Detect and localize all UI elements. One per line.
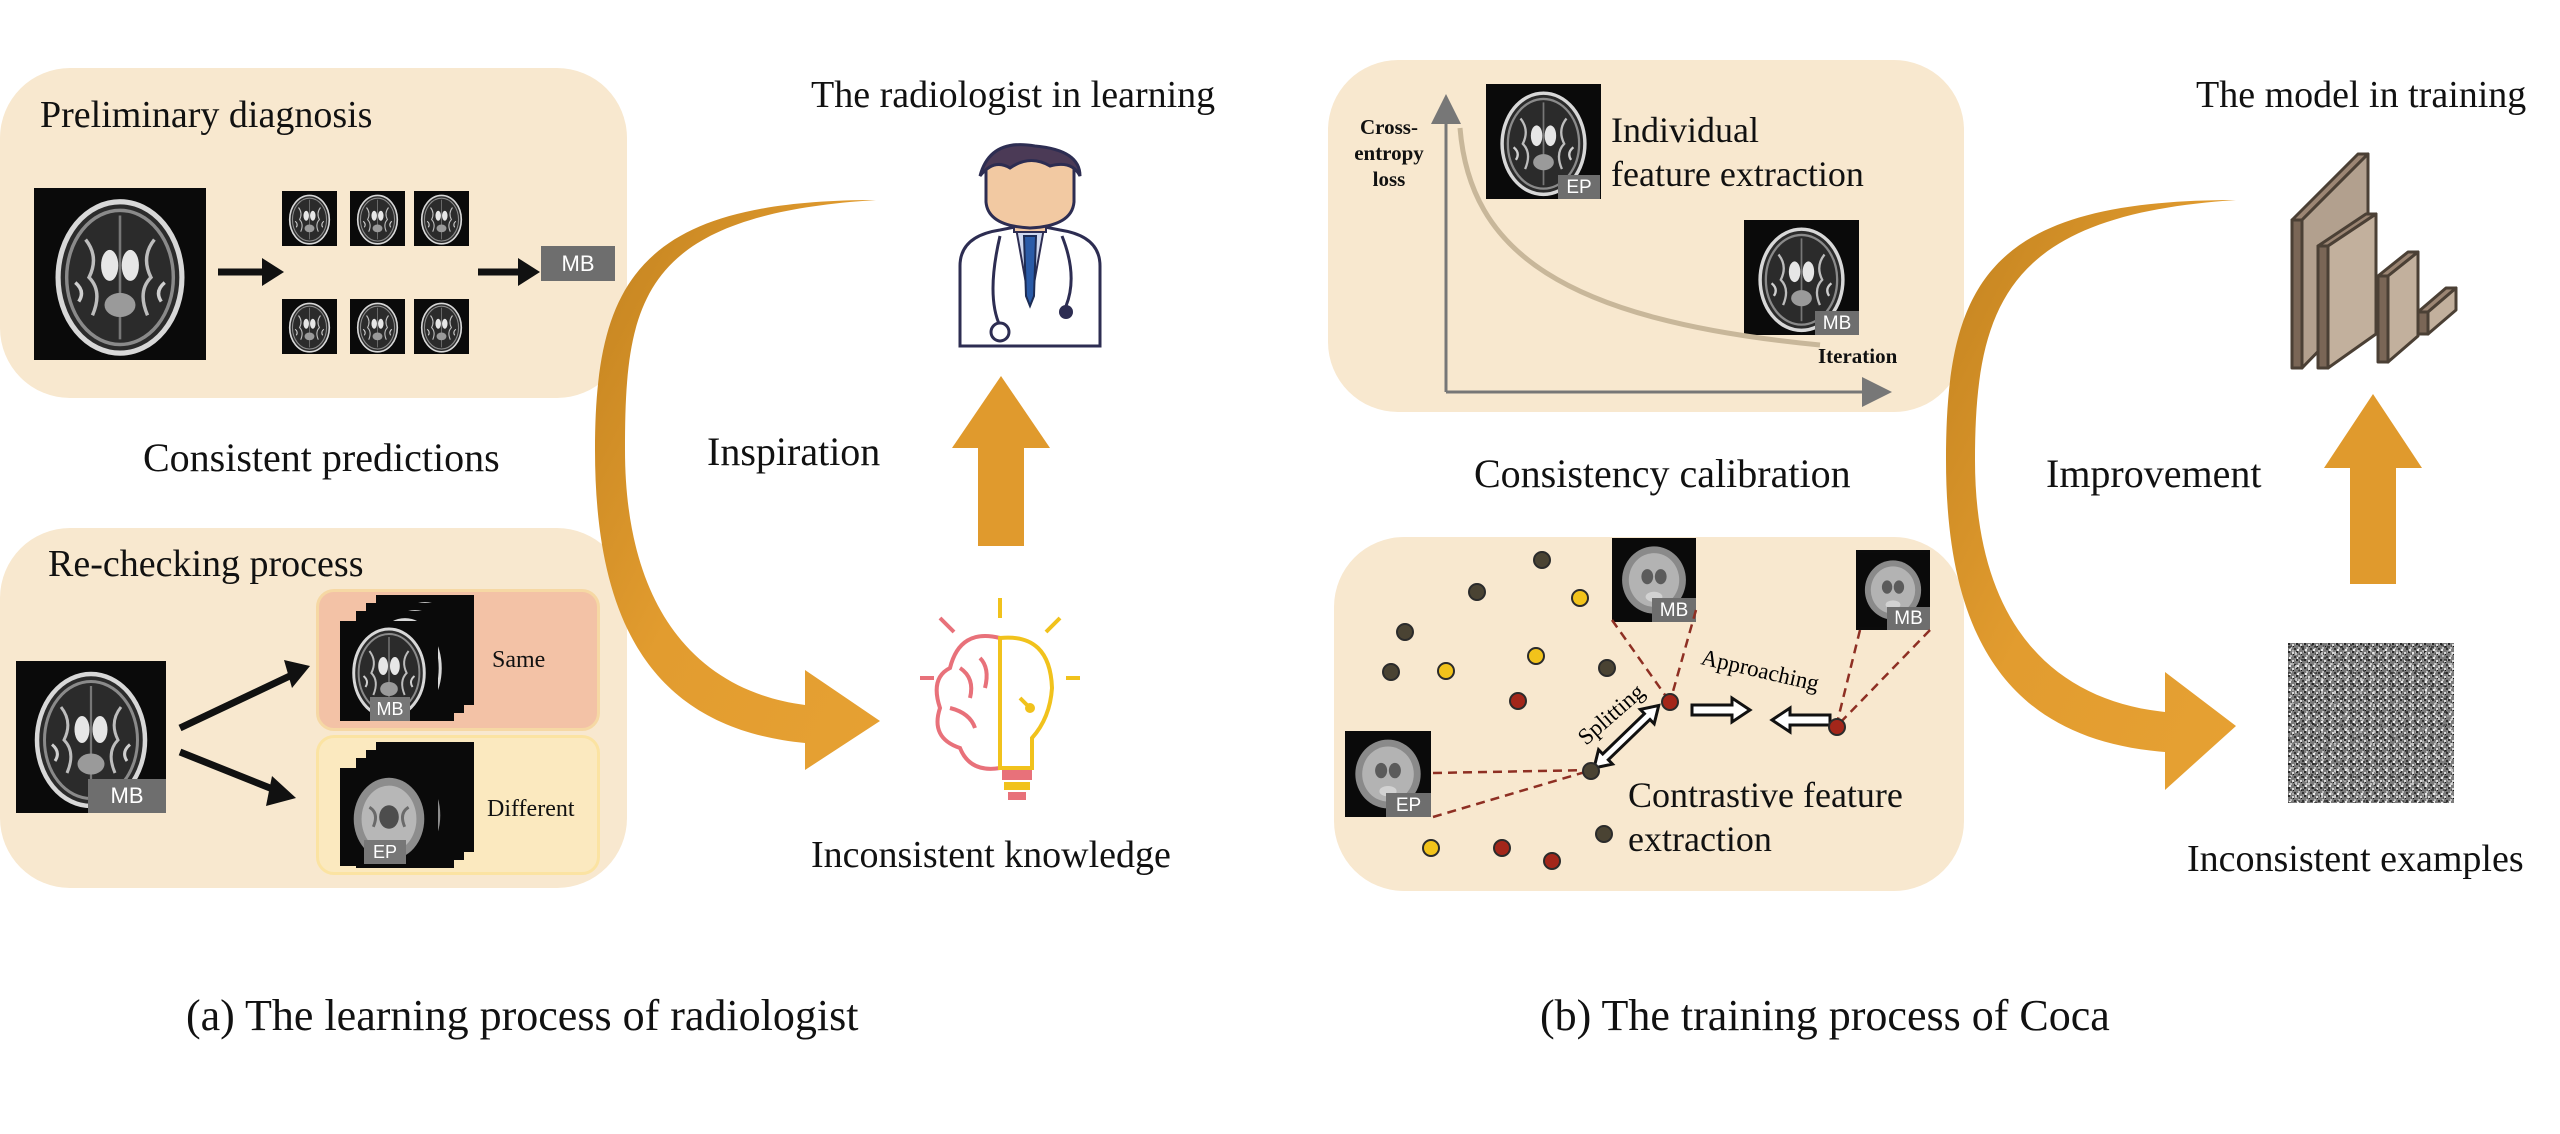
preliminary-diagnosis-title: Preliminary diagnosis [40, 94, 373, 136]
feature-dot [1595, 825, 1613, 843]
noise-image-icon [2288, 643, 2454, 803]
ep-contrast-tag: EP [1386, 793, 1431, 817]
y-axis-line-1: Cross- [1360, 115, 1418, 139]
inconsistent-examples-label: Inconsistent examples [2187, 838, 2524, 880]
feature-dot [1437, 662, 1455, 680]
inspiration-label: Inspiration [707, 429, 881, 474]
up-arrow-right [2324, 394, 2422, 584]
feature-dot [1543, 852, 1561, 870]
feature-dot [1582, 762, 1600, 780]
rechecking-title: Re-checking process [48, 543, 364, 585]
consistent-predictions-label: Consistent predictions [143, 435, 500, 480]
consistency-calibration-label: Consistency calibration [1474, 451, 1851, 496]
mri-patch [350, 191, 405, 246]
arrow-right-icon [478, 258, 540, 286]
inconsistent-knowledge-label: Inconsistent knowledge [811, 834, 1171, 876]
contrastive-links [1432, 609, 1931, 819]
feature-dots [1382, 551, 1846, 870]
different-label: Different [487, 796, 575, 822]
mri-patch [414, 299, 469, 354]
contrastive-feature-line-1: Contrastive feature [1628, 775, 1903, 815]
arrow-diagonal-icon [178, 660, 310, 732]
model-in-training-label: The model in training [2196, 74, 2527, 116]
feature-dot [1493, 839, 1511, 857]
y-axis-label: Cross- entropy loss [1344, 114, 1434, 192]
radiologist-label: The radiologist in learning [811, 74, 1216, 116]
splitting-arrow-icon [1591, 703, 1661, 770]
cnn-model-icon [2290, 152, 2458, 370]
x-axis-label: Iteration [1818, 344, 1898, 368]
feature-dot [1661, 693, 1679, 711]
feature-dot [1533, 551, 1551, 569]
mri-patch [414, 191, 469, 246]
ep-tag: EP [1558, 175, 1600, 199]
mri-patch [282, 191, 337, 246]
mb-tag: MB [1815, 311, 1859, 335]
approaching-arrow-left [1769, 705, 1832, 735]
mb-same-tag: MB [370, 697, 410, 721]
feature-dot [1571, 589, 1589, 607]
splitting-label: Splitting [1573, 679, 1650, 750]
mb-input-tag: MB [88, 779, 166, 813]
individual-feature-line-2: feature extraction [1611, 154, 1864, 194]
brain-bulb-icon [920, 598, 1080, 800]
approaching-arrow-right [1690, 695, 1753, 725]
mri-brain-input [34, 188, 206, 360]
same-label: Same [492, 647, 546, 673]
feature-dot [1598, 659, 1616, 677]
feature-dot [1422, 839, 1440, 857]
improvement-label: Improvement [2046, 451, 2262, 496]
y-axis-line-2: entropy [1354, 141, 1424, 165]
arrow-diagonal-icon [178, 748, 296, 806]
contrastive-feature-line-2: extraction [1628, 819, 1772, 859]
mri-patch [350, 299, 405, 354]
caption-a: (a) The learning process of radiologist [186, 991, 859, 1040]
doctor-icon [958, 143, 1102, 348]
individual-feature-line-1: Individual [1611, 110, 1759, 150]
approaching-label: Approaching [1699, 645, 1822, 696]
mb-result-tag: MB [541, 246, 615, 281]
loss-chart [1431, 94, 1892, 407]
individual-feature-label: Individual feature extraction [1611, 108, 1864, 196]
arrow-right-icon [218, 258, 284, 286]
mb-contrast-tag-1: MB [1652, 598, 1696, 622]
feature-dot [1828, 718, 1846, 736]
mri-patch [282, 299, 337, 354]
feature-dot [1382, 663, 1400, 681]
curved-arrow-inspiration [595, 200, 880, 770]
feature-dot [1468, 583, 1486, 601]
ep-different-tag: EP [364, 840, 406, 864]
up-arrow-left [952, 376, 1050, 546]
feature-dot [1396, 623, 1414, 641]
feature-dot [1509, 692, 1527, 710]
caption-b: (b) The training process of Coca [1540, 991, 2110, 1040]
feature-dot [1527, 647, 1545, 665]
mb-contrast-tag-2: MB [1887, 607, 1930, 630]
curved-arrow-improvement [1946, 200, 2236, 790]
contrastive-feature-label: Contrastive feature extraction [1628, 773, 1903, 861]
y-axis-line-3: loss [1372, 167, 1406, 191]
